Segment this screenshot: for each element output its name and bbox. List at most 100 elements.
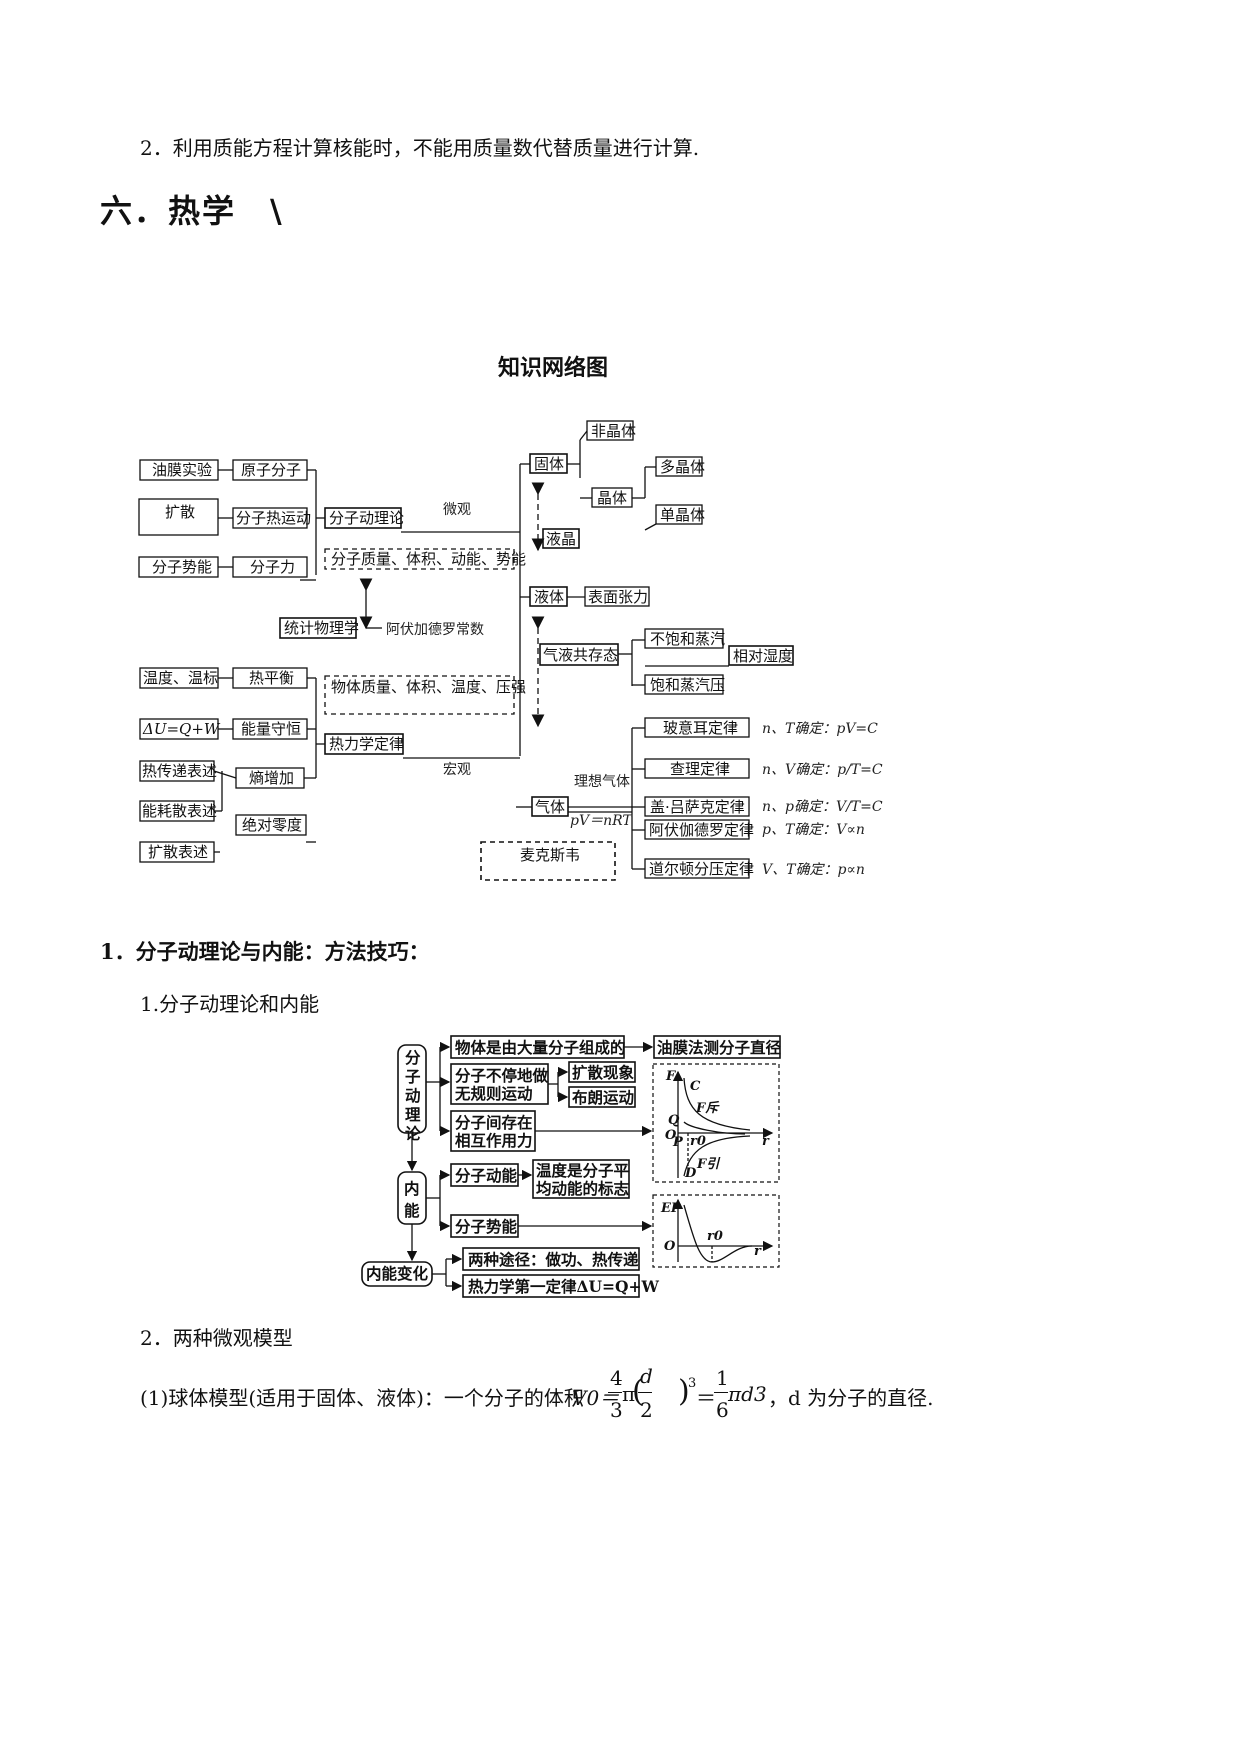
formula-cube: 3 [688,1376,697,1391]
stat-physics-label: 统计物理学 [284,619,359,637]
gas-liquid-label: 气液共存态 [543,646,618,664]
box-stat-physics [279,617,357,639]
law-charles-name: 查理定律 [670,760,730,778]
kt-char-2: 子 [405,1067,421,1086]
box-temp-mark [532,1159,630,1199]
law-gaylussac-name: 盖·吕萨克定律 [650,798,745,816]
entropy-label: 熵增加 [249,769,294,787]
macro-quantities-label: 物体质量、体积、温度、压强 [331,678,526,696]
sat-pressure-label: 饱和蒸汽压 [650,676,725,694]
abs-zero-label: 绝对零度 [242,816,302,834]
formula-prefix: (1)球体模型(适用于固体、液体)：一个分子的体积 [140,1386,584,1410]
mol-kinetic-label: 分子动能 [455,1166,518,1185]
formula-pi: π [622,1382,636,1406]
force-point-C: C [690,1079,701,1094]
ie-char-2: 能 [404,1201,420,1220]
box-maxwell [480,841,616,881]
maxwell-label: 麦克斯韦 [520,846,580,864]
box-rel-humidity [728,645,794,666]
surface-tension-label: 表面张力 [588,588,648,606]
made-of-molecules-label: 物体是由大量分子组成的 [455,1038,626,1057]
amorphous-label: 非晶体 [591,422,636,440]
first-law-label-2: 热力学第一定律ΔU=Q+W [468,1277,660,1296]
formula-den-3: 3 [610,1398,623,1422]
macro-label: 宏观 [443,762,471,778]
random-motion-line1: 分子不停地做 [455,1066,549,1085]
dissipation-label: 能耗散表述 [142,802,217,820]
ie-char-1: 内 [404,1179,420,1198]
force-rep-label: F斥 [695,1100,720,1116]
energy-r0: r0 [707,1229,723,1244]
kt-char-3: 动 [405,1086,421,1105]
mol-force-label: 分子力 [250,558,295,576]
box-two-ways [462,1247,640,1271]
box-single-crystal [655,504,703,525]
formula-suffix: ，d 为分子的直径. [768,1386,934,1410]
solid-label: 固体 [534,455,564,473]
mol-potential-label-2: 分子势能 [455,1217,518,1236]
formula-num-1: 1 [716,1366,729,1390]
formula-frac-bar-1 [608,1392,622,1393]
formula-2: 2 [640,1398,653,1422]
law-gaylussac-cond: n、p确定：V/T=C [762,799,883,815]
temp-mark-line2: 均动能的标志 [536,1179,630,1198]
section1-heading: 1．分子动理论与内能：方法技巧： [100,939,430,964]
box-force-graph [652,1063,780,1183]
energy-origin: O [664,1239,676,1254]
map-title: 知识网络图 [498,355,609,381]
force-r0: r0 [690,1134,706,1149]
polycrystal-label: 多晶体 [660,458,705,476]
brownian-label: 布朗运动 [572,1088,634,1107]
section2-heading: 2．两种微观模型 [140,1326,293,1350]
formula-frac-bar-3 [714,1392,728,1393]
liquid-crystal-label: 液晶 [546,530,576,548]
kt-char-1: 分 [405,1048,421,1067]
heat-transfer-label: 热传递表述 [142,762,217,780]
formula-den-6: 6 [716,1398,729,1422]
box-macro-quantities [324,675,515,715]
diffusion-label: 扩散 [165,503,195,521]
box-oil-film-method [653,1035,781,1059]
force-point-P: P [672,1135,684,1150]
gas-equation: pV＝nRT [570,813,633,829]
force-point-D: D [684,1166,697,1181]
intro-line: 2．利用质能方程计算核能时，不能用质量数代替质量进行计算. [140,136,700,160]
atom-molecule-label: 原子分子 [241,461,301,479]
box-micro-quantities [324,548,515,570]
energy-axis-r: r [754,1244,762,1259]
random-motion-line2: 无规则运动 [454,1084,533,1103]
interaction-line2: 相互作用力 [455,1131,533,1150]
kt-char-5: 论 [405,1124,421,1143]
chapter-heading: 六．热学 \ [100,192,284,230]
kinetic-theory-label: 分子动理论 [329,509,404,527]
knowledge-network-diagram: 油膜实验 原子分子 扩散 分子热运动 分子势能 分子力 温度、温标 热平衡 ΔU… [138,420,883,881]
law-boyle-cond: n、T确定：pV=C [762,721,878,737]
gas-label: 气体 [535,798,565,816]
box-diffusion [138,498,219,536]
law-avogadro-name: 阿伏伽德罗定律 [649,821,754,839]
kinetic-theory-diagram: 分 子 动 理 论 内 能 内能变化 物体是由大量分子组成的 油膜法测分子直径 … [361,1035,782,1298]
formula-lparen: ( [632,1374,644,1409]
force-origin: O [665,1128,677,1143]
box-brownian [568,1086,636,1108]
sphere-model-formula: (1)球体模型(适用于固体、液体)：一个分子的体积 V0＝ 4 3 π ( d … [0,1360,1241,1450]
formula-d: d [640,1364,653,1388]
law-dalton-cond: V、T确定：p∝n [762,862,865,878]
temperature-label: 温度、温标 [143,669,218,687]
box-unsat-vapor [644,628,724,649]
law-dalton-name: 道尔顿分压定律 [649,860,754,878]
force-point-Q: Q [668,1113,680,1128]
formula-rparen: ) [678,1374,690,1409]
formula-eq: ＝ [696,1386,716,1410]
formula-pi-d3: πd3 [728,1382,767,1406]
ie-change-label: 内能变化 [366,1264,429,1283]
energy-axis-Ep: EP [660,1201,682,1216]
oil-film-label: 油膜实验 [152,461,212,479]
force-att-label: F引 [696,1156,721,1172]
energy-cons-label: 能量守恒 [241,720,301,738]
kt-char-4: 理 [405,1105,421,1124]
single-crystal-label: 单晶体 [660,506,705,524]
formula-v0: V0＝ [572,1386,620,1410]
micro-quantities-label: 分子质量、体积、动能、势能 [331,550,526,568]
law-avogadro-cond: p、T确定：V∝n [762,822,865,838]
